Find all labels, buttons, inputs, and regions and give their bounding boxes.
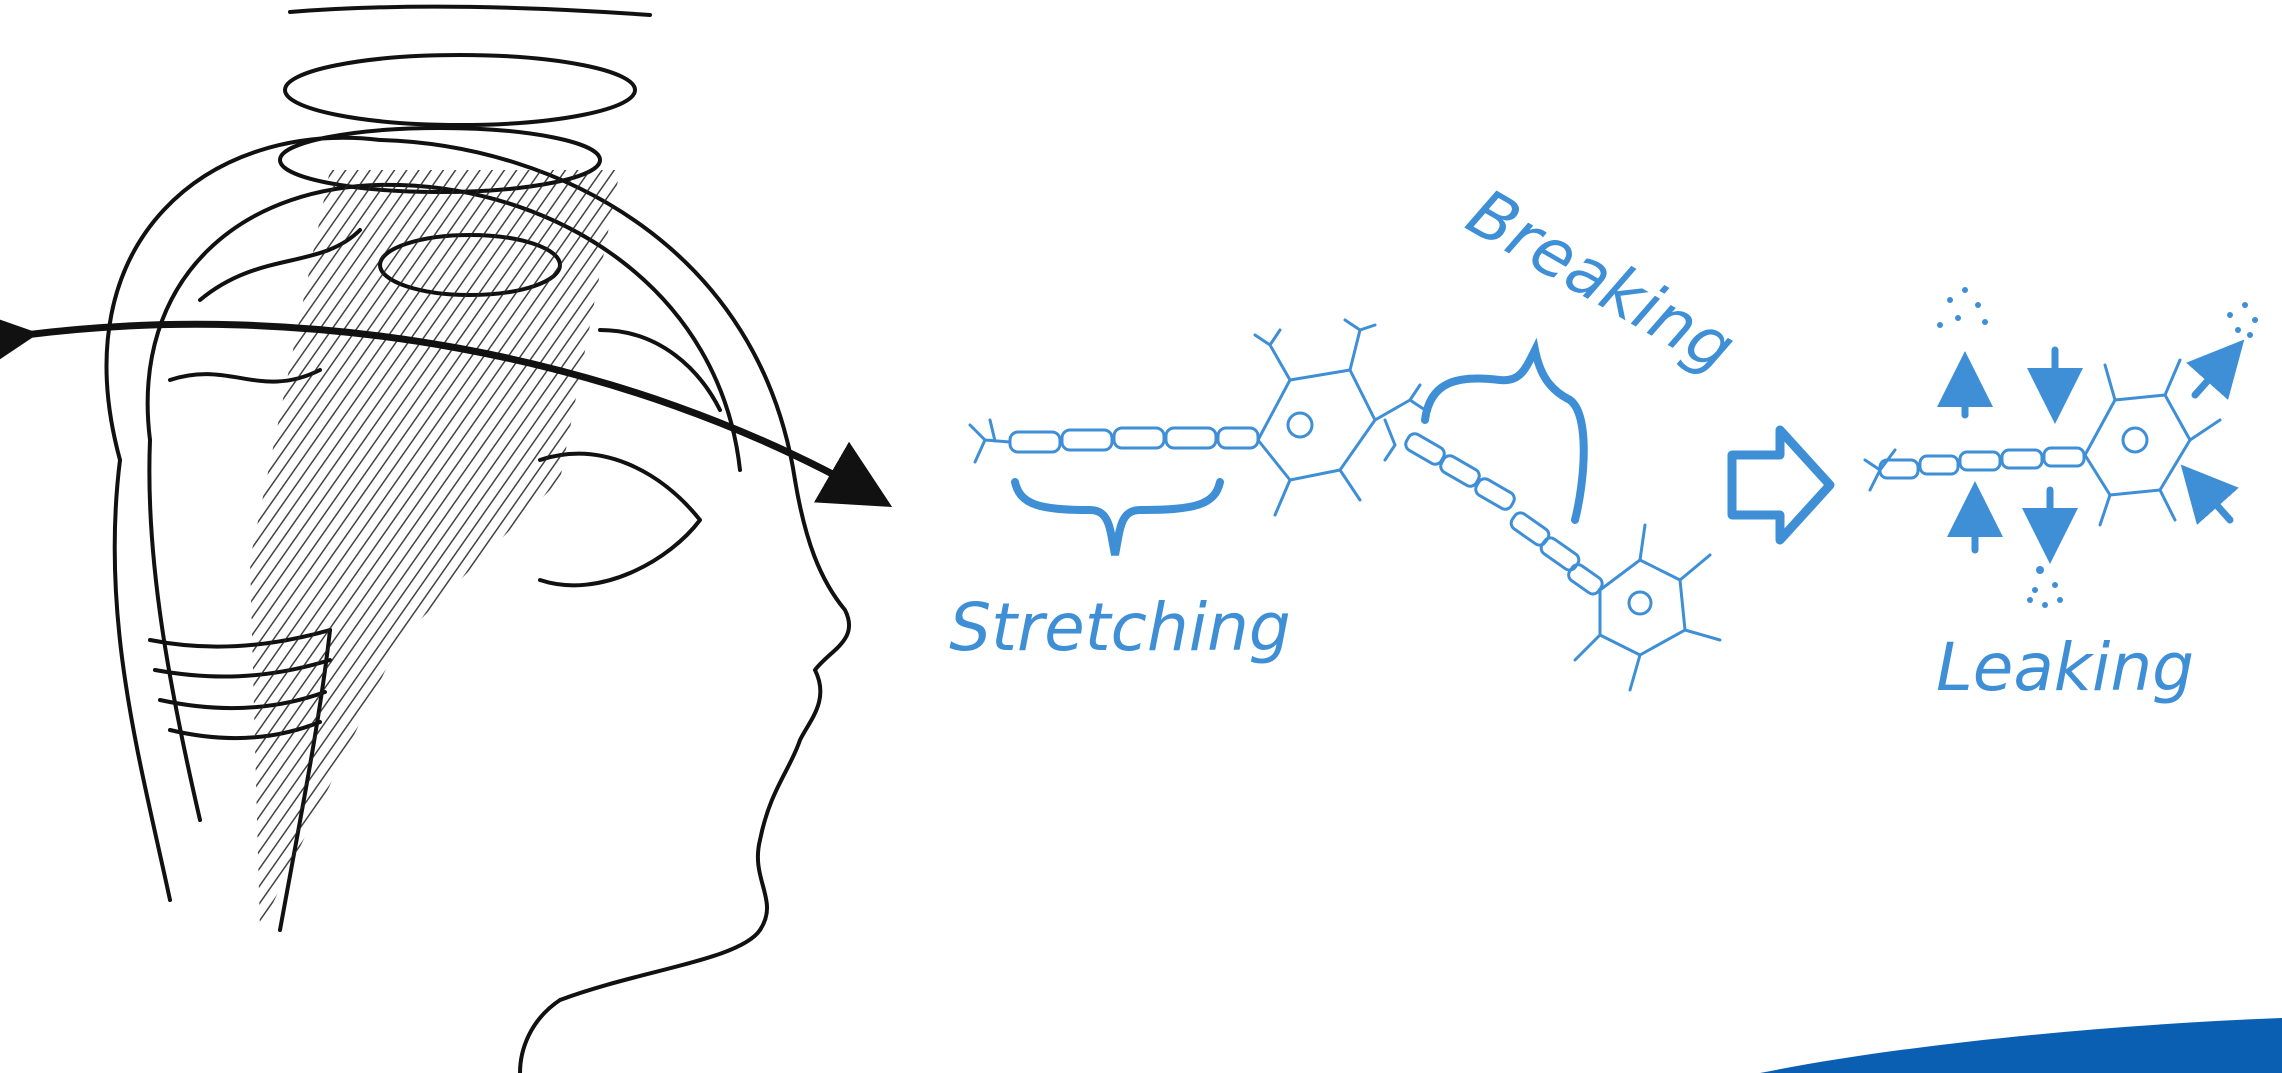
- leak-arrow-icon: [2195, 350, 2235, 395]
- leaking-particles: [1937, 287, 2258, 608]
- process-arrow-icon: [1732, 430, 1830, 540]
- breaking-neuron-icon: [1385, 420, 1720, 690]
- stretching-brace: [1015, 482, 1220, 555]
- leaking-label: Leaking: [1936, 629, 2194, 706]
- leaking-neuron-icon: [1865, 360, 2220, 525]
- rotation-ring-icon: [285, 55, 635, 125]
- corner-swoosh: [1760, 1018, 2282, 1073]
- stretching-neuron-icon: [970, 320, 1425, 515]
- rotation-force-region: [250, 170, 620, 930]
- leak-arrow-icon: [2190, 475, 2230, 520]
- breaking-brace: [1425, 350, 1584, 520]
- stretching-label: Stretching: [949, 589, 1291, 666]
- breaking-label: Breaking: [1455, 174, 1748, 388]
